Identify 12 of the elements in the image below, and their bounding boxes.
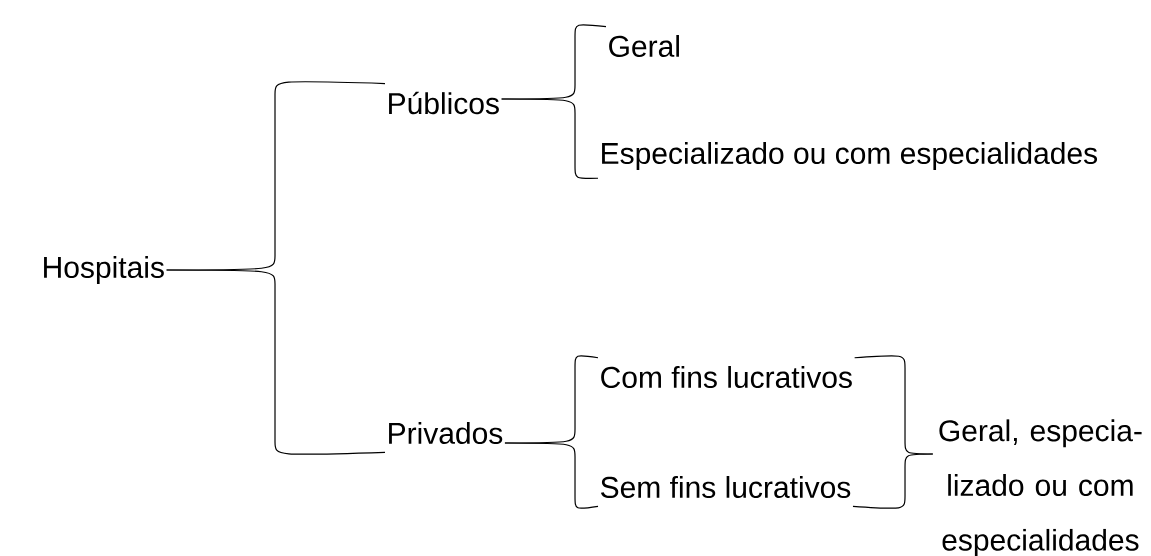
- brace-connector: [504, 442, 599, 509]
- category-text: Públicos: [389, 91, 499, 115]
- category-text: Especializado ou com especialidades: [602, 142, 1098, 170]
- brace-connector: [501, 98, 599, 180]
- category-text: Com fins lucrativos: [601, 366, 852, 388]
- category-text: Geral: [609, 34, 679, 57]
- category-text: Sem fins lucrativos: [600, 476, 851, 498]
- brace-connector: [852, 453, 934, 509]
- category-text: Privados: [389, 422, 503, 444]
- category-text: Geral, especia- lizado ou com especialidades: [939, 419, 1142, 556]
- brace-connector: [166, 269, 386, 455]
- category-text: Hospitais: [44, 256, 164, 284]
